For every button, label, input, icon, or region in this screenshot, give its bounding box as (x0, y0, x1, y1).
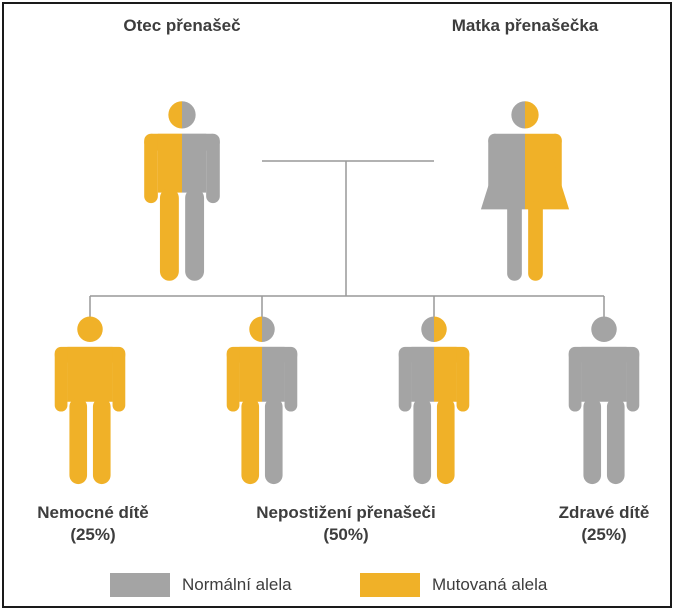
affected-child-label: Nemocné dítě (25%) (10, 502, 176, 546)
child-figure-healthy (568, 316, 640, 485)
carrier-children-name: Nepostižení přenašeči (256, 503, 436, 522)
normal-allele-legend-label: Normální alela (182, 575, 292, 594)
carrier-children-percent: (50%) (323, 525, 369, 544)
healthy-child-label: Zdravé dítě (25%) (534, 502, 674, 546)
child-figure-carrier-1 (226, 316, 298, 485)
mutated-allele-swatch (360, 573, 420, 597)
father-figure (144, 101, 220, 281)
inheritance-diagram (54, 101, 640, 485)
affected-child-name: Nemocné dítě (37, 503, 149, 522)
normal-allele-swatch (110, 573, 170, 597)
carrier-children-label: Nepostižení přenašeči (50%) (228, 502, 464, 546)
affected-child-percent: (25%) (70, 525, 116, 544)
healthy-child-name: Zdravé dítě (558, 503, 650, 522)
connector-lines (89, 160, 605, 322)
mutated-allele-legend-label: Mutovaná alela (432, 575, 548, 594)
child-figure-affected (54, 316, 126, 485)
mother-label: Matka přenašečka (451, 16, 599, 35)
child-figure-carrier-2 (398, 316, 470, 485)
mother-figure (480, 101, 570, 281)
father-label: Otec přenašeč (123, 16, 241, 35)
healthy-child-percent: (25%) (581, 525, 627, 544)
